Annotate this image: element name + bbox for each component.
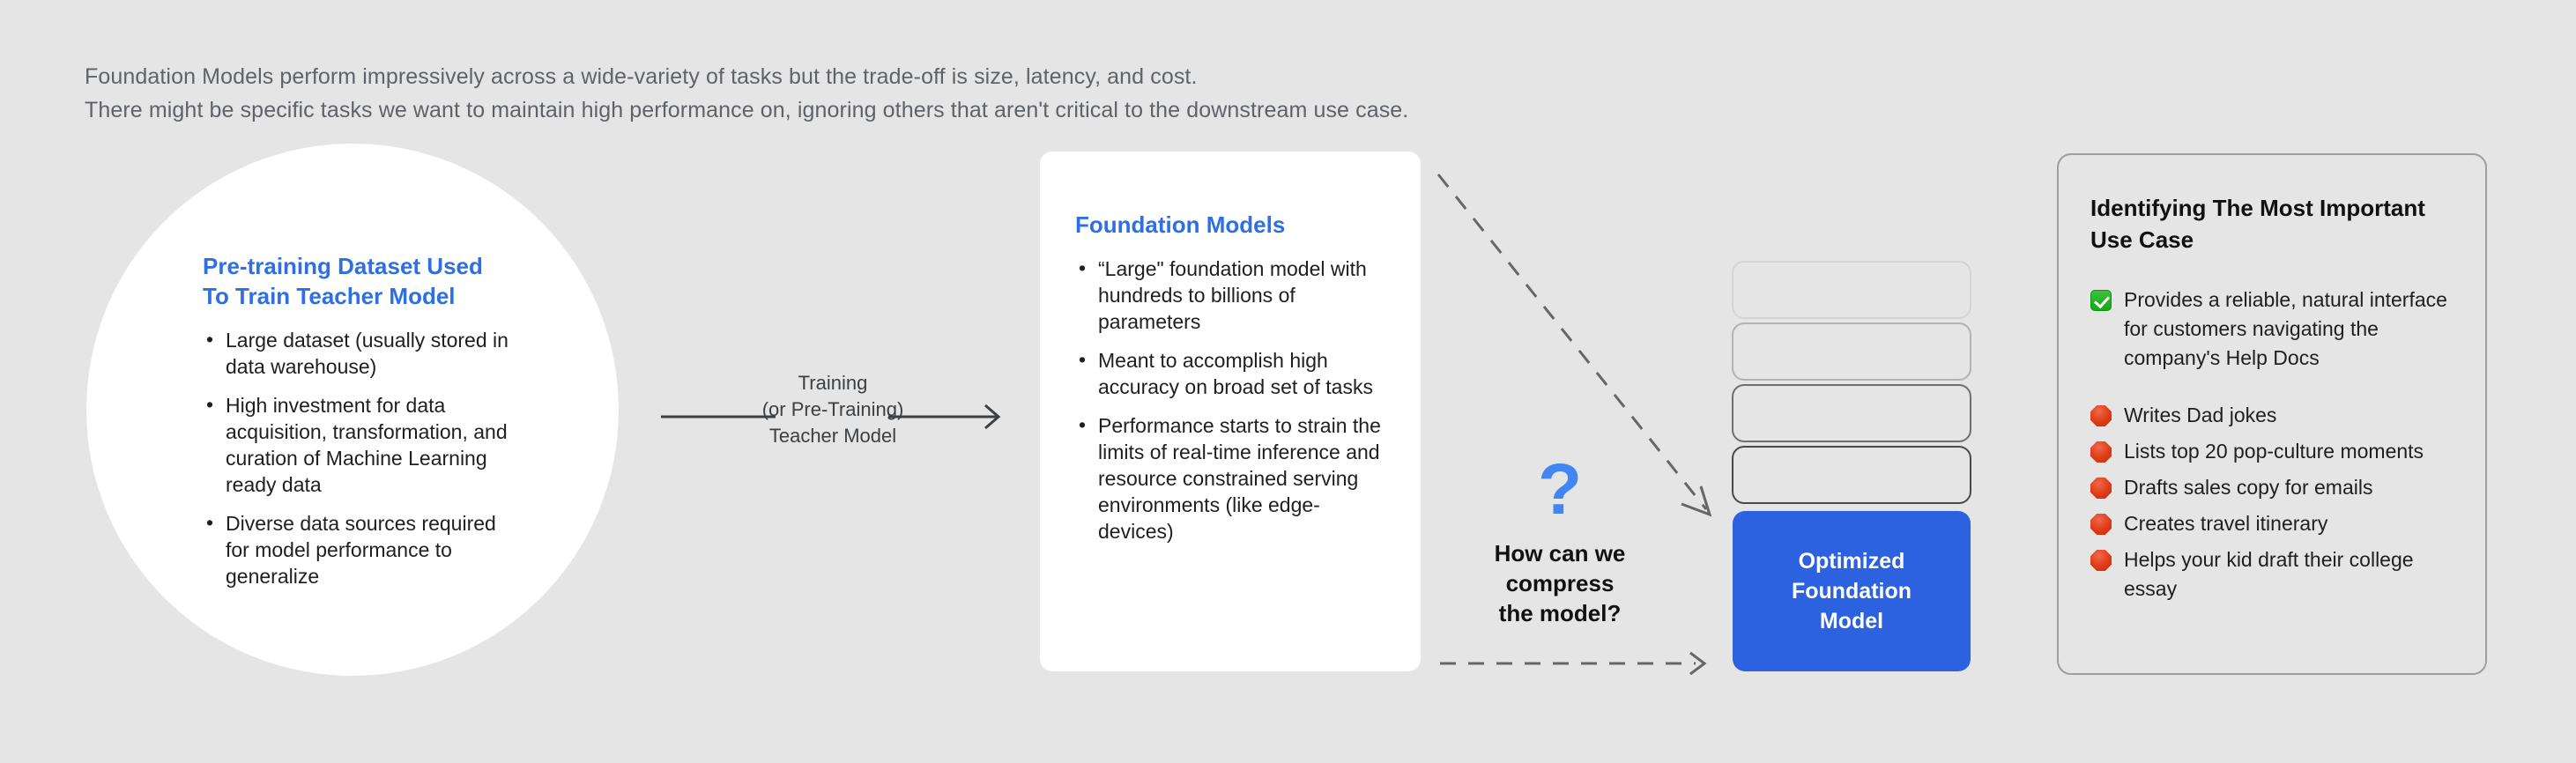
- list-item: Lists top 20 pop-culture moments: [2090, 437, 2454, 466]
- use-case-panel: Identifying The Most Important Use Case …: [2057, 153, 2487, 675]
- training-label-line-2: (or Pre-Training): [761, 398, 904, 420]
- use-case-panel-title: Identifying The Most Important Use Case: [2090, 195, 2425, 253]
- training-label-line-1: Training: [798, 372, 868, 394]
- pretraining-dataset-bullets: Large dataset (usually stored in data wa…: [203, 326, 511, 589]
- stop-icon: [2090, 478, 2112, 499]
- optimized-line-3: Model: [1819, 609, 1884, 633]
- stop-icon: [2090, 550, 2112, 571]
- compress-question-text: How can we compress the model?: [1454, 538, 1666, 628]
- check-icon: [2090, 290, 2112, 311]
- caption-block: Foundation Models perform impressively a…: [85, 60, 1408, 127]
- foundation-models-card: Foundation Models “Large" foundation mod…: [1040, 152, 1421, 671]
- stop-icon: [2090, 405, 2112, 426]
- compress-question-block: ? How can we compress the model?: [1454, 454, 1666, 628]
- use-case-text: Helps your kid draft their college essay: [2124, 548, 2414, 600]
- list-item: Creates travel itinerary: [2090, 509, 2454, 538]
- list-item: High investment for data acquisition, tr…: [206, 391, 511, 498]
- list-item: Performance starts to strain the limits …: [1079, 411, 1385, 544]
- use-case-list: Provides a reliable, natural interface f…: [2090, 285, 2454, 604]
- list-item: Large dataset (usually stored in data wa…: [206, 326, 511, 380]
- list-item: “Large" foundation model with hundreds t…: [1079, 255, 1385, 335]
- use-case-text: Lists top 20 pop-culture moments: [2124, 440, 2424, 463]
- use-case-text: Creates travel itinerary: [2124, 512, 2328, 535]
- list-item: Writes Dad jokes: [2090, 401, 2454, 430]
- optimized-line-1: Optimized: [1798, 549, 1905, 574]
- question-line-3: the model?: [1498, 600, 1622, 626]
- optimized-line-2: Foundation: [1791, 579, 1912, 604]
- model-stack-card-4: [1732, 446, 1971, 504]
- foundation-models-title: Foundation Models: [1075, 211, 1286, 238]
- pretraining-dataset-content: Pre-training Dataset Used To Train Teach…: [203, 251, 511, 589]
- list-item: Drafts sales copy for emails: [2090, 473, 2454, 502]
- optimized-foundation-model-label: Optimized Foundation Model: [1792, 546, 1912, 636]
- list-item: Meant to accomplish high accuracy on bro…: [1079, 346, 1385, 400]
- use-case-text: Writes Dad jokes: [2124, 404, 2277, 426]
- model-stack-card-3: [1732, 384, 1971, 442]
- question-line-1: How can we: [1494, 540, 1626, 567]
- foundation-models-bullets: “Large" foundation model with hundreds t…: [1075, 255, 1385, 544]
- stop-icon: [2090, 514, 2112, 535]
- optimized-foundation-model-box: Optimized Foundation Model: [1733, 511, 1971, 671]
- list-spacer: [2090, 380, 2454, 394]
- stop-icon: [2090, 441, 2112, 463]
- question-line-2: compress: [1505, 570, 1615, 596]
- model-stack-card-1: [1732, 261, 1971, 319]
- list-item: Helps your kid draft their college essay: [2090, 545, 2454, 604]
- use-case-text: Drafts sales copy for emails: [2124, 476, 2373, 499]
- question-mark-icon: ?: [1537, 449, 1583, 530]
- caption-line-2: There might be specific tasks we want to…: [85, 98, 1409, 122]
- compress-horizontal-arrow-icon: [1440, 651, 1707, 676]
- use-case-text: Provides a reliable, natural interface f…: [2124, 288, 2447, 369]
- pretraining-dataset-title: Pre-training Dataset Used To Train Teach…: [203, 253, 483, 309]
- list-item: Diverse data sources required for model …: [206, 509, 511, 589]
- training-arrow-icon: [661, 404, 1001, 430]
- model-stack-card-2: [1732, 322, 1971, 381]
- training-label-line-3: Teacher Model: [768, 425, 897, 447]
- caption-line-1: Foundation Models perform impressively a…: [85, 64, 1198, 89]
- training-arrow-label: Training (or Pre-Training) Teacher Model: [753, 370, 912, 449]
- list-item: Provides a reliable, natural interface f…: [2090, 285, 2454, 373]
